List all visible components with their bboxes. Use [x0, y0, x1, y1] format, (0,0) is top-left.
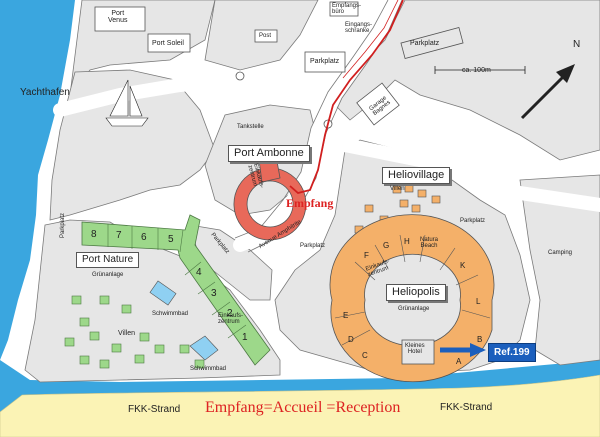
- heliopolis-section-e: E: [343, 311, 349, 320]
- nature-unit-4: 4: [196, 267, 202, 278]
- label-empfangsbuero: Empfangs- büro: [332, 3, 362, 15]
- heliopolis-section-a: A: [456, 357, 462, 366]
- label-port-ambonne: Port Ambonne: [228, 145, 310, 162]
- label-scale: ca. 100m: [462, 67, 491, 74]
- heliopolis-section-l: L: [476, 297, 481, 306]
- north-arrow-icon: [520, 64, 575, 120]
- nature-unit-5: 5: [168, 234, 174, 245]
- nature-unit-7: 7: [116, 230, 122, 241]
- pointer-arrow-icon: [440, 343, 486, 357]
- nature-villas: [64, 295, 205, 369]
- label-parkplatz-top-right: Parkplatz: [410, 40, 440, 47]
- label-parkplatz-helio-right: Parkplatz: [460, 218, 486, 224]
- nature-unit-8: 8: [91, 229, 97, 240]
- nature-unit-1: 1: [242, 332, 248, 343]
- label-fkk-left: FKK-Strand: [128, 404, 181, 415]
- label-gruenanlage-helio: Grünanlage: [398, 306, 430, 312]
- label-post: Post: [259, 33, 272, 39]
- label-fkk-right: FKK-Strand: [440, 402, 493, 413]
- heliopolis-section-k: K: [460, 261, 466, 270]
- label-port-nature: Port Nature: [76, 252, 140, 268]
- heliopolis-section-d: D: [348, 335, 354, 344]
- heliopolis-section-b: B: [477, 335, 483, 344]
- harbour-water: [0, 0, 75, 360]
- reception-route-edge: [342, 0, 399, 79]
- top-buildings: [94, 1, 400, 126]
- small-hotel: [401, 339, 435, 365]
- label-kleines-hotel: Kleines Hotel: [405, 343, 425, 355]
- roads: [53, 0, 600, 252]
- scale-bar-icon: [434, 66, 526, 74]
- label-eingangsschranke: Eingangs- schranke: [345, 22, 373, 34]
- parking-top-right: [400, 27, 464, 59]
- label-schwimmbad-nature: Schwimmbad: [152, 311, 189, 317]
- heliopolis-dividers: [334, 234, 491, 346]
- label-empfang: Empfang: [286, 196, 334, 210]
- heliopolis-section-c: C: [362, 351, 368, 360]
- roundabout-marker: [235, 71, 245, 81]
- label-port-soleil: Port Soleil: [152, 40, 184, 47]
- label-parkplatz-top-center: Parkplatz: [310, 58, 340, 65]
- beach: [0, 374, 600, 437]
- port-ambonne-gap: [226, 160, 240, 170]
- nature-unit-2: 2: [227, 308, 233, 319]
- label-natura-beach: Natura Beach: [420, 237, 439, 249]
- nature-unit-3: 3: [211, 288, 217, 299]
- label-einkaufszentrum-nature: Einkaufs- zentrum: [218, 313, 244, 325]
- pool-bottom: [189, 335, 219, 361]
- pool-nature: [149, 280, 177, 306]
- label-villen-helio: Villen: [390, 186, 405, 192]
- label-villen-nature: Villen: [118, 330, 135, 337]
- nature-unit-6: 6: [141, 232, 147, 243]
- label-yachthafen: Yachthafen: [20, 87, 70, 98]
- label-tankstelle: Tankstelle: [237, 124, 264, 130]
- sailboat-icon: [105, 79, 149, 127]
- label-north: N: [573, 39, 581, 50]
- label-heliopolis: Heliopolis: [386, 284, 446, 301]
- heliopolis-section-f: F: [364, 251, 369, 260]
- label-heliovillage: Heliovillage: [382, 167, 451, 184]
- heliopolis-section-g: G: [383, 241, 390, 250]
- ref-badge: Ref.199: [488, 343, 536, 362]
- label-schwimmbad-bottom: Schwimmbad: [190, 366, 227, 372]
- label-gruenanlage-nature: Grünanlage: [92, 272, 124, 278]
- label-camping: Camping: [548, 250, 573, 256]
- label-port-venus: Port Venus: [108, 10, 128, 24]
- heliopolis-section-h: H: [404, 237, 410, 246]
- label-parkplatz-helio-left: Parkplatz: [300, 243, 326, 249]
- heliopolis-building: [329, 214, 495, 383]
- label-reception-note: Empfang=Accueil =Reception: [205, 399, 401, 416]
- port-nature-building: [81, 214, 271, 366]
- reception-route: [289, 0, 404, 194]
- label-parkplatz-left-strip: Parkplatz: [60, 212, 66, 238]
- port-nature-dividers: [107, 224, 247, 339]
